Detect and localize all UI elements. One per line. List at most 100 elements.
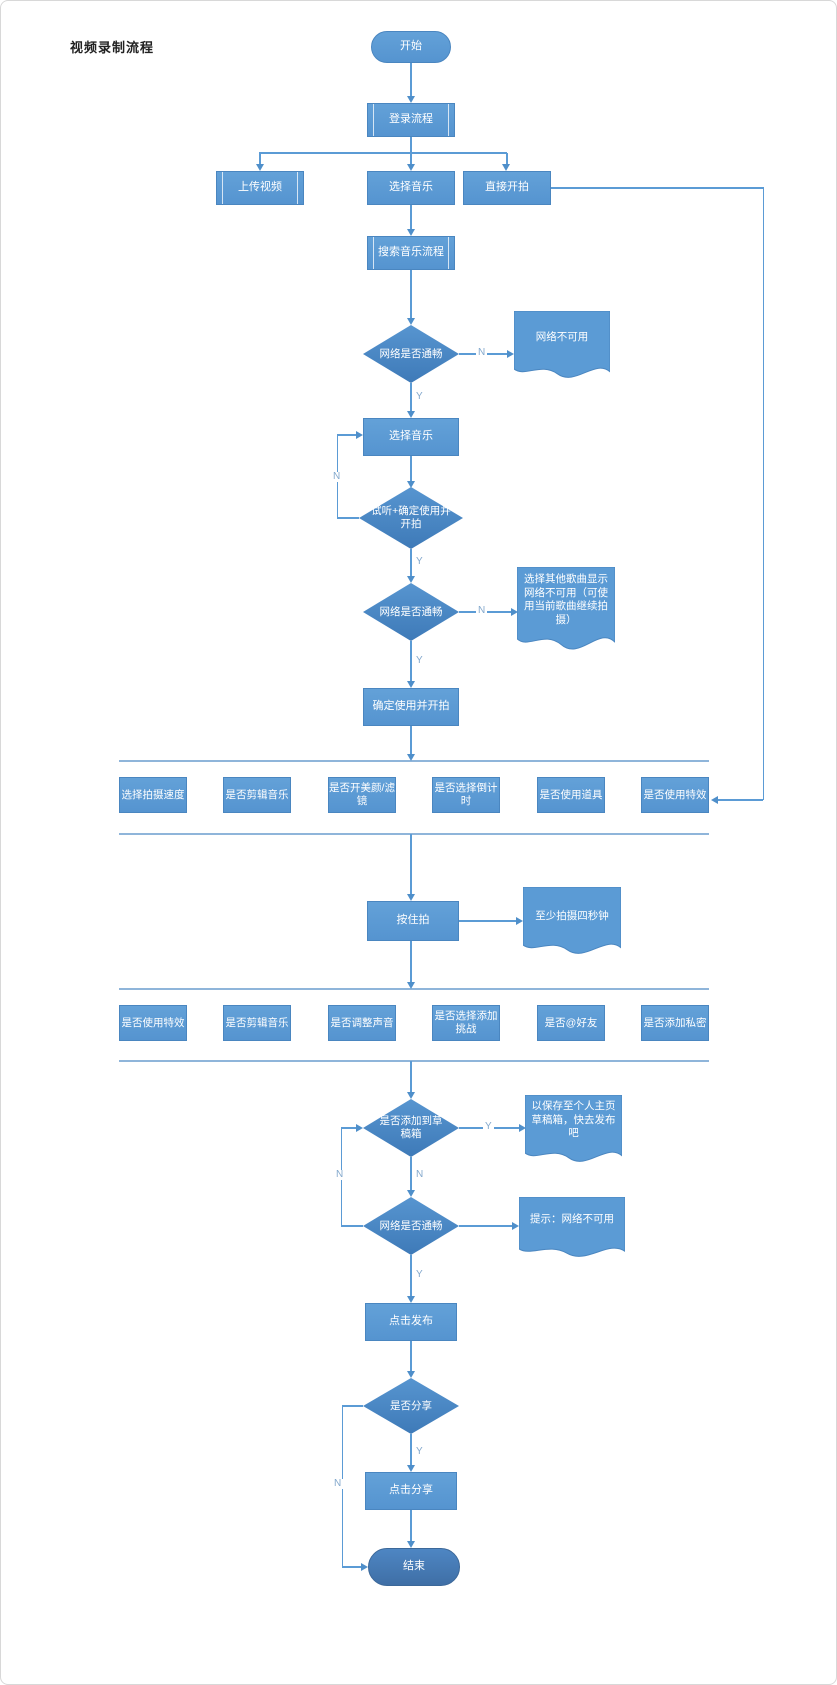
doc-network-unavailable: 网络不可用 xyxy=(514,311,610,387)
connector xyxy=(410,834,412,894)
page-title: 视频录制流程 xyxy=(70,40,155,55)
connector xyxy=(410,1061,412,1092)
arrowhead-down xyxy=(406,894,415,901)
edge-label-yes: Y xyxy=(414,556,425,567)
edge-label-no: N xyxy=(332,1478,344,1489)
document-shape xyxy=(519,1197,625,1265)
node-login-subprocess: 登录流程 xyxy=(367,103,455,137)
option-effects-2: 是否使用特效 xyxy=(119,1005,187,1041)
connector xyxy=(410,1255,412,1296)
arrowhead-down xyxy=(406,1371,415,1378)
arrowhead-down xyxy=(406,96,415,103)
connector xyxy=(341,1225,363,1227)
arrowhead-down xyxy=(406,576,415,583)
arrowhead-down xyxy=(406,754,415,761)
connector xyxy=(342,1405,363,1407)
arrowhead-down xyxy=(406,1296,415,1303)
document-shape xyxy=(525,1095,622,1171)
connector xyxy=(762,187,764,800)
connector-branch-line xyxy=(259,152,507,154)
node-choose-music: 选择音乐 xyxy=(367,171,455,205)
arrowhead-right xyxy=(512,1221,519,1230)
arrowhead-down xyxy=(406,1465,415,1472)
arrowhead-down xyxy=(406,318,415,325)
arrowhead-down xyxy=(406,164,415,171)
arrowhead-down xyxy=(406,481,415,488)
arrowhead-right xyxy=(507,349,514,358)
edge-label-yes: Y xyxy=(414,1269,425,1280)
band2-bottom-line xyxy=(119,1060,709,1062)
document-shape xyxy=(514,311,610,387)
connector xyxy=(410,1434,412,1465)
option-edit-music-2: 是否剪辑音乐 xyxy=(223,1005,291,1041)
arrowhead-down xyxy=(406,1190,415,1197)
arrowhead-right xyxy=(516,916,523,925)
arrowhead-down xyxy=(406,1092,415,1099)
option-shoot-speed: 选择拍摄速度 xyxy=(119,777,187,813)
option-props: 是否使用道具 xyxy=(537,777,605,813)
node-hold-to-shoot: 按住拍 xyxy=(367,901,459,941)
connector xyxy=(259,153,261,165)
edge-label-yes: Y xyxy=(414,655,425,666)
option-countdown: 是否选择倒计时 xyxy=(432,777,500,813)
document-shape xyxy=(517,567,615,661)
connector xyxy=(410,205,412,229)
node-end: 结束 xyxy=(368,1548,460,1586)
arrowhead-down xyxy=(406,411,415,418)
connector xyxy=(410,137,412,153)
arrowhead-right xyxy=(356,1123,363,1132)
node-upload-video: 上传视频 xyxy=(216,171,304,205)
doc-other-song-unavailable: 选择其他歌曲显示网络不可用（可使用当前歌曲继续拍摄） xyxy=(517,567,615,661)
node-start: 开始 xyxy=(371,31,451,63)
doc-tip-network-unavailable: 提示：网络不可用 xyxy=(519,1197,625,1265)
connector xyxy=(341,1127,356,1129)
option-mention-friends: 是否@好友 xyxy=(537,1005,605,1041)
edge-label-no: N xyxy=(331,471,343,482)
connector xyxy=(337,434,356,436)
node-direct-shoot: 直接开拍 xyxy=(463,171,551,205)
connector xyxy=(506,153,508,165)
doc-text: 选择其他歌曲显示网络不可用（可使用当前歌曲继续拍摄） xyxy=(524,573,608,626)
arrowhead-down xyxy=(406,229,415,236)
connector xyxy=(551,187,764,189)
node-confirm-shoot: 确定使用并开拍 xyxy=(363,688,459,726)
doc-min-four-seconds: 至少拍摄四秒钟 xyxy=(523,887,621,963)
doc-text: 以保存至个人主页草稿箱，快去发布吧 xyxy=(531,1100,616,1140)
connector xyxy=(410,941,412,982)
connector xyxy=(410,1341,412,1371)
node-publish: 点击发布 xyxy=(365,1303,457,1341)
edge-label-no: N xyxy=(334,1169,346,1180)
connector xyxy=(410,383,412,411)
decision-network-check-3: 网络是否通畅 xyxy=(363,1197,459,1255)
connector xyxy=(717,799,763,801)
connector xyxy=(410,549,412,576)
arrowhead-right xyxy=(511,607,518,616)
arrowhead-right xyxy=(519,1123,526,1132)
connector xyxy=(410,1157,412,1190)
connector xyxy=(342,1566,361,1568)
connector xyxy=(410,270,412,318)
decision-network-check-1: 网络是否通畅 xyxy=(363,325,459,383)
decision-share: 是否分享 xyxy=(363,1378,459,1434)
option-adjust-sound: 是否调整声音 xyxy=(328,1005,396,1041)
connector xyxy=(410,1510,412,1541)
edge-label-yes: Y xyxy=(483,1121,494,1132)
connector xyxy=(337,517,359,519)
node-search-music-subprocess: 搜索音乐流程 xyxy=(367,236,455,270)
arrowhead-down xyxy=(406,1541,415,1548)
connector xyxy=(459,1225,512,1227)
connector xyxy=(410,456,412,481)
edge-label-no: N xyxy=(414,1169,426,1180)
option-effects-1: 是否使用特效 xyxy=(641,777,709,813)
arrowhead-down xyxy=(501,164,510,171)
edge-label-no: N xyxy=(476,347,488,358)
connector xyxy=(410,641,412,681)
connector xyxy=(459,920,516,922)
decision-audition-confirm: 试听+确定使用并开拍 xyxy=(359,487,463,549)
doc-saved-to-draft: 以保存至个人主页草稿箱，快去发布吧 xyxy=(525,1095,622,1171)
edge-label-yes: Y xyxy=(414,391,425,402)
edge-label-yes: Y xyxy=(414,1446,425,1457)
connector xyxy=(410,63,412,96)
doc-text: 至少拍摄四秒钟 xyxy=(535,910,609,922)
